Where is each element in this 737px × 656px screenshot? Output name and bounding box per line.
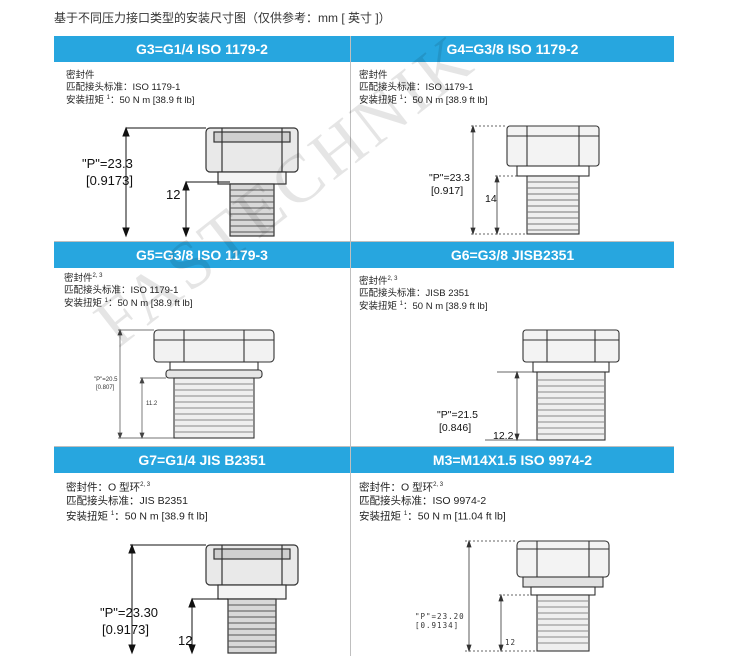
fitting-drawing — [470, 124, 600, 236]
spec-block: 密封件2, 3 匹配接头标准：ISO 1179-1 安装扭矩 1：50 N m … — [64, 271, 192, 310]
spec-block: 密封件 匹配接头标准：ISO 1179-1 安装扭矩 1：50 N m [38.… — [66, 68, 194, 107]
spec-block: 密封件 匹配接头标准：ISO 1179-1 安装扭矩 1：50 N m [38.… — [359, 68, 487, 107]
torque-line: 安装扭矩 1：50 N m [38.9 ft lb] — [64, 298, 193, 310]
torque-line: 安装扭矩 1：50 N m [38.9 ft lb] — [359, 301, 488, 313]
seal-line: 密封件 — [359, 70, 388, 82]
panel-title: G5=G3/8 ISO 1179-3 — [54, 242, 350, 268]
thread-length: 12 — [178, 633, 193, 648]
p-dimension-inch: [0.846] — [439, 422, 472, 434]
thread-length: 12 — [505, 638, 517, 647]
fitting-drawing — [465, 539, 610, 653]
panel-g5: G5=G3/8 ISO 1179-3 密封件2, 3 匹配接头标准：ISO 11… — [54, 242, 350, 446]
standard-line: 匹配接头标准：ISO 9974-2 — [359, 494, 487, 507]
panel-g3: G3=G1/4 ISO 1179-2 密封件 匹配接头标准：ISO 1179-1… — [54, 36, 350, 241]
fitting-drawing — [117, 329, 275, 439]
panel-title: G4=G3/8 ISO 1179-2 — [351, 36, 674, 62]
fitting-drawing — [128, 543, 299, 655]
panel-title: M3=M14X1.5 ISO 9974-2 — [351, 447, 674, 473]
thread-length: 12.2 — [493, 430, 514, 442]
torque-line: 安装扭矩 1：50 N m [38.9 ft lb] — [66, 510, 208, 522]
panel-g6: G6=G3/8 JISB2351 密封件2, 3 匹配接头标准：JISB 235… — [351, 242, 674, 446]
p-dimension-inch: [0.9173] — [86, 173, 133, 188]
standard-line: 匹配接头标准：ISO 1179-1 — [64, 284, 179, 296]
row-divider — [54, 241, 674, 242]
p-dimension: "P"=20.5 — [94, 377, 118, 383]
p-dimension-inch: [0.9134] — [415, 621, 460, 630]
p-dimension: "P"=23.3 — [429, 172, 471, 184]
standard-line: 匹配接头标准：ISO 1179-1 — [359, 81, 474, 93]
panel-title: G3=G1/4 ISO 1179-2 — [54, 36, 350, 62]
spec-block: 密封件2, 3 匹配接头标准：JISB 2351 安装扭矩 1：50 N m [… — [359, 274, 487, 313]
torque-line: 安装扭矩 1：50 N m [38.9 ft lb] — [66, 95, 195, 107]
panel-m3: M3=M14X1.5 ISO 9974-2 密封件：O 型环2, 3 匹配接头标… — [351, 447, 674, 656]
column-divider — [350, 36, 351, 656]
standard-line: 匹配接头标准：JIS B2351 — [66, 494, 188, 507]
seal-line: 密封件2, 3 — [64, 273, 103, 285]
p-dimension: "P"=23.30 — [100, 605, 159, 620]
spec-block: 密封件：O 型环2, 3 匹配接头标准：JIS B2351 安装扭矩 1：50 … — [66, 479, 208, 523]
standard-line: 匹配接头标准：JISB 2351 — [359, 287, 470, 299]
thread-length: 11.2 — [146, 401, 158, 407]
torque-line: 安装扭矩 1：50 N m [38.9 ft lb] — [359, 95, 488, 107]
seal-line: 密封件 — [66, 70, 95, 82]
panel-title: G6=G3/8 JISB2351 — [351, 242, 674, 268]
seal-line: 密封件2, 3 — [359, 276, 398, 288]
thread-length: 14 — [485, 193, 497, 205]
row-divider — [54, 446, 674, 447]
thread-length: 12 — [166, 187, 181, 202]
dimension-grid: G3=G1/4 ISO 1179-2 密封件 匹配接头标准：ISO 1179-1… — [54, 36, 674, 656]
page-caption: 基于不同压力接口类型的安装尺寸图（仅供参考：mm [ 英寸 ]） — [54, 11, 391, 25]
p-dimension-inch: [0.9173] — [102, 622, 149, 637]
p-dimension: "P"=23.3 — [82, 156, 133, 171]
p-dimension-inch: [0.807] — [96, 385, 115, 391]
fitting-drawing — [485, 329, 620, 442]
seal-line: 密封件：O 型环2, 3 — [359, 481, 444, 494]
spec-block: 密封件：O 型环2, 3 匹配接头标准：ISO 9974-2 安装扭矩 1：50… — [359, 479, 506, 523]
p-dimension: "P"=23.20 — [415, 612, 465, 621]
panel-g7: G7=G1/4 JIS B2351 密封件：O 型环2, 3 匹配接头标准：JI… — [54, 447, 350, 656]
standard-line: 匹配接头标准：ISO 1179-1 — [66, 81, 181, 93]
panel-title: G7=G1/4 JIS B2351 — [54, 447, 350, 473]
panel-g4: G4=G3/8 ISO 1179-2 密封件 匹配接头标准：ISO 1179-1… — [351, 36, 674, 241]
p-dimension: "P"=21.5 — [437, 409, 479, 421]
seal-line: 密封件：O 型环2, 3 — [66, 481, 151, 494]
p-dimension-inch: [0.917] — [431, 185, 464, 197]
fitting-drawing — [122, 126, 299, 238]
torque-line: 安装扭矩 1：50 N m [11.04 ft lb] — [359, 510, 506, 522]
